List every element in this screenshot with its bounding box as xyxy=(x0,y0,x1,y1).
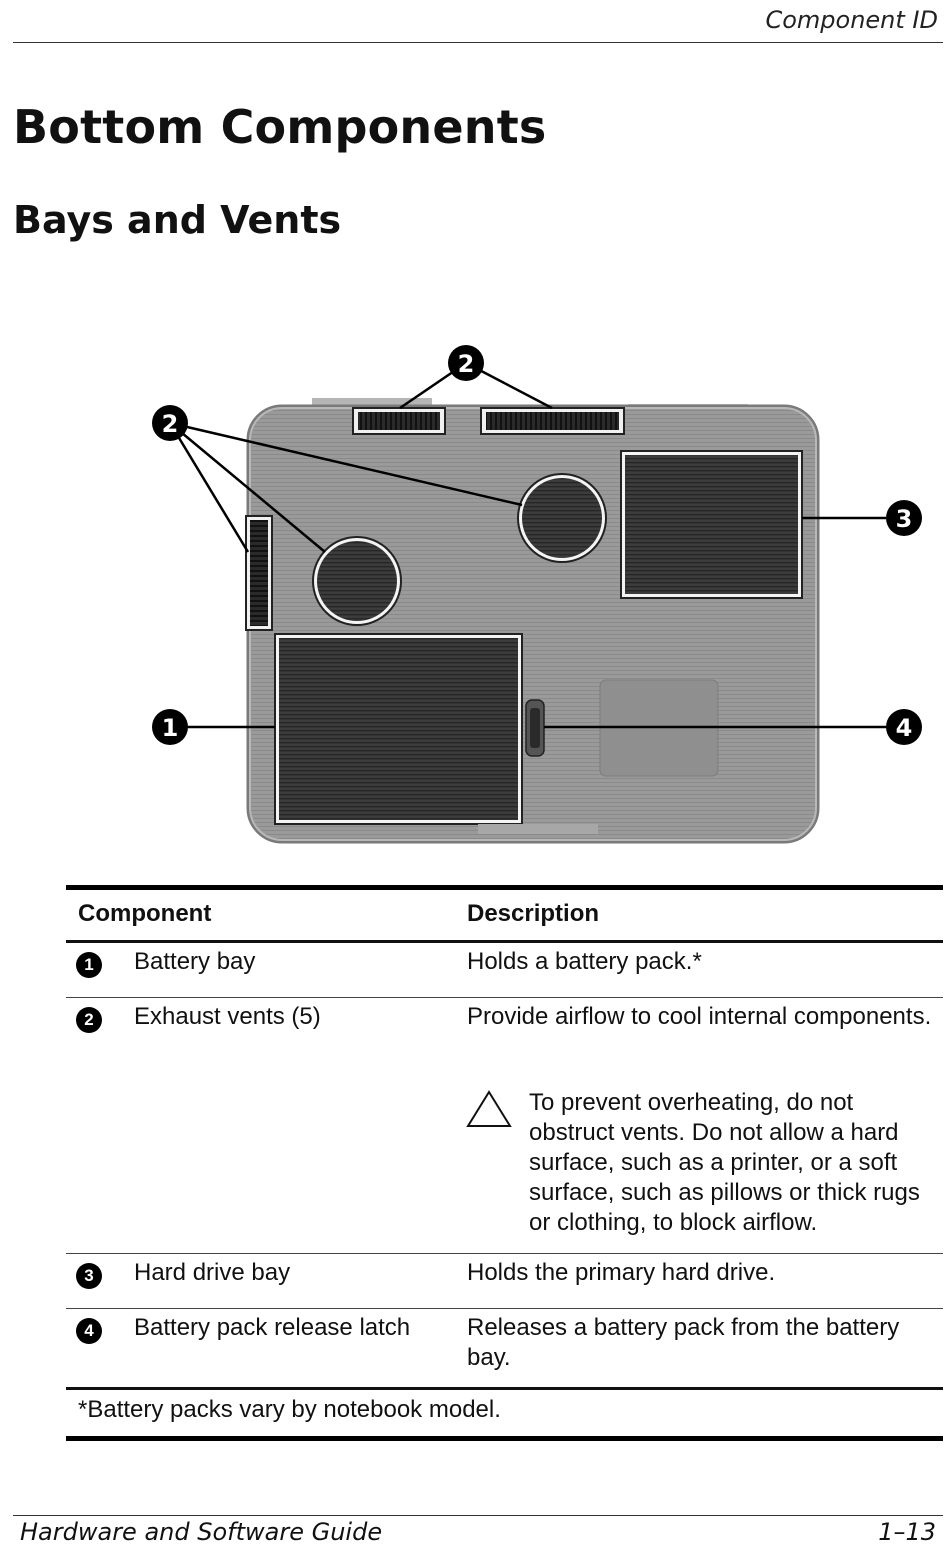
table-row: 3 Hard drive bay Holds the primary hard … xyxy=(66,1254,943,1308)
table-bottom-rule xyxy=(66,1436,943,1441)
row-number-badge: 4 xyxy=(76,1318,102,1344)
row-divider xyxy=(66,997,943,998)
footnote-rule xyxy=(66,1387,943,1390)
row-divider xyxy=(66,1253,943,1254)
computer-bottom-figure: 2 2 3 1 4 xyxy=(0,330,950,860)
callout-3: 3 xyxy=(886,500,922,536)
component-name: Hard drive bay xyxy=(134,1259,291,1286)
column-header-description: Description xyxy=(467,900,600,927)
component-description: Holds the primary hard drive. xyxy=(467,1259,776,1286)
footer-rule xyxy=(13,1515,943,1516)
row-number-badge: 3 xyxy=(76,1263,102,1289)
row-number-badge: 2 xyxy=(76,1007,102,1033)
callout-4: 4 xyxy=(886,709,922,745)
component-description: Releases a battery pack from the battery… xyxy=(467,1314,900,1371)
svg-text:3: 3 xyxy=(896,505,913,533)
computer-bottom-illustration: 2 2 3 1 4 xyxy=(152,345,922,844)
component-description: Provide airflow to cool internal compone… xyxy=(467,1003,932,1030)
row-number-badge: 1 xyxy=(76,952,102,978)
svg-text:2: 2 xyxy=(162,410,179,438)
row-divider xyxy=(66,1308,943,1309)
callout-2-left: 2 xyxy=(152,405,188,441)
svg-text:4: 4 xyxy=(896,714,913,742)
component-name: Battery pack release latch xyxy=(134,1314,411,1341)
table-row: 1 Battery bay Holds a battery pack.* xyxy=(66,943,943,997)
footer-page-number: 1–13 xyxy=(878,1518,936,1546)
component-table: Component Description 1 Battery bay Hold… xyxy=(66,885,943,1441)
column-header-component: Component xyxy=(78,900,212,927)
svg-text:2: 2 xyxy=(458,350,475,378)
header-rule xyxy=(13,42,943,43)
header-rule xyxy=(66,940,943,943)
page-title: Bottom Components xyxy=(13,100,547,154)
svg-text:1: 1 xyxy=(162,714,179,742)
callout-2-top: 2 xyxy=(448,345,484,381)
table-header-row: Component Description xyxy=(66,890,943,940)
component-name: Battery bay xyxy=(134,948,256,975)
caution-icon xyxy=(466,1090,512,1127)
table-row: 2 Exhaust vents (5) Provide airflow to c… xyxy=(66,998,943,1253)
table-row: 4 Battery pack release latch Releases a … xyxy=(66,1309,943,1387)
table-footnote: *Battery packs vary by notebook model. xyxy=(78,1396,501,1423)
component-description: Holds a battery pack.* xyxy=(467,948,702,975)
table-top-rule xyxy=(66,885,943,890)
section-title: Bays and Vents xyxy=(13,198,342,242)
caution-text: To prevent overheating, do not obstruct … xyxy=(529,1089,920,1236)
running-header: Component ID xyxy=(765,6,938,34)
footer-book-title: Hardware and Software Guide xyxy=(20,1518,383,1546)
callout-1: 1 xyxy=(152,709,188,745)
component-name: Exhaust vents (5) xyxy=(134,1003,321,1030)
